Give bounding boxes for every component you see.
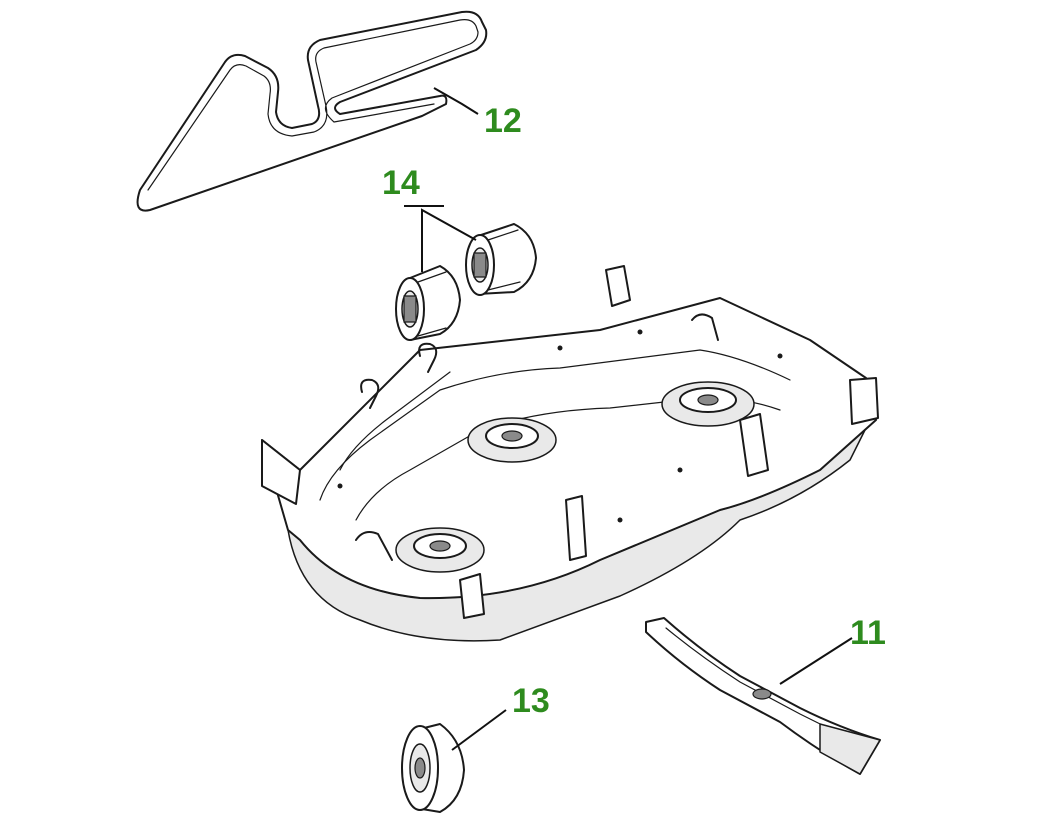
- callout-13-label: 13: [512, 682, 550, 720]
- spindle-right: [661, 381, 755, 427]
- callout-14-leader: [421, 208, 477, 272]
- deck-wheel-right: [465, 223, 537, 296]
- deck-wheel-left: [395, 265, 461, 341]
- mower-blade: [645, 617, 881, 775]
- callout-14-label: 14: [382, 164, 420, 202]
- callout-13-leader: [451, 709, 507, 751]
- callout-11-label: 11: [850, 614, 886, 652]
- mower-deck-housing: [261, 265, 879, 642]
- callout-12-leader: [433, 87, 479, 115]
- drive-belt: [136, 10, 488, 212]
- spindle-center: [467, 417, 557, 463]
- gauge-wheel: [401, 723, 465, 813]
- callout-11-leader: [779, 637, 853, 685]
- spindle-left: [395, 527, 485, 573]
- callout-12-label: 12: [484, 102, 522, 140]
